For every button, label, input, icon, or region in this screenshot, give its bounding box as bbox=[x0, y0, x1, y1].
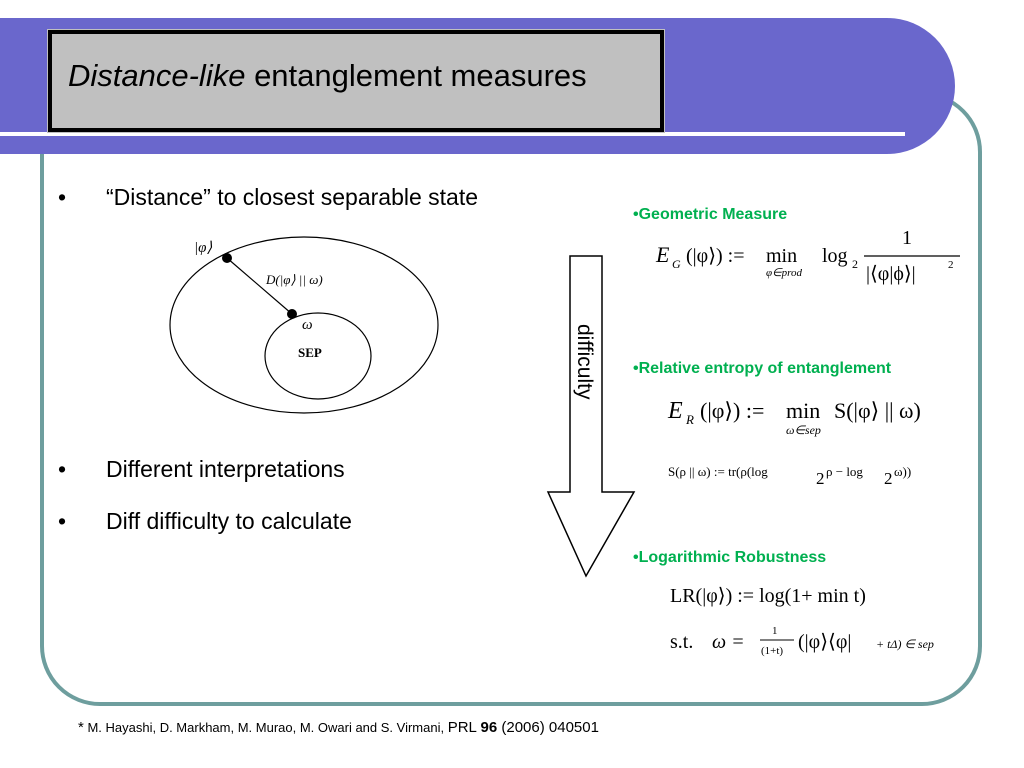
svg-text:ω =: ω = bbox=[712, 631, 745, 653]
citation-footnote: * M. Hayashi, D. Markham, M. Murao, M. O… bbox=[78, 719, 599, 736]
svg-text:G: G bbox=[672, 257, 681, 271]
svg-text:min: min bbox=[786, 398, 820, 423]
svg-text:ω∈sep: ω∈sep bbox=[786, 423, 821, 437]
sep-diagram: |φ⟩ D(|φ⟩ || ω) ω SEP bbox=[169, 236, 439, 414]
svg-text:2: 2 bbox=[884, 469, 893, 488]
top-margin bbox=[0, 0, 1024, 18]
svg-text:(|φ⟩) :=: (|φ⟩) := bbox=[686, 245, 745, 267]
title-box: Distance-like entanglement measures bbox=[48, 30, 664, 132]
svg-text:LR(|φ⟩) := log(1+ min t): LR(|φ⟩) := log(1+ min t) bbox=[670, 585, 866, 607]
slide-title: Distance-like entanglement measures bbox=[68, 58, 587, 93]
svg-text:(1+t): (1+t) bbox=[761, 645, 783, 657]
svg-text:E: E bbox=[655, 242, 670, 267]
svg-text:+ tΔ) ∈ sep: + tΔ) ∈ sep bbox=[876, 637, 934, 651]
svg-text:S(|φ⟩ || ω): S(|φ⟩ || ω) bbox=[834, 398, 921, 423]
sep-label: SEP bbox=[298, 345, 322, 360]
measure-label-geometric: •Geometric Measure bbox=[633, 206, 788, 223]
difficulty-label: difficulty bbox=[573, 324, 596, 400]
formula-log-robustness: LR(|φ⟩) := log(1+ min t) s.t. ω = 1 (1+t… bbox=[670, 585, 934, 657]
distance-line bbox=[226, 257, 293, 315]
svg-text:1: 1 bbox=[902, 227, 912, 249]
svg-text:ω)): ω)) bbox=[894, 464, 911, 479]
svg-text:s.t.: s.t. bbox=[670, 631, 693, 653]
svg-text:(|φ⟩⟨φ|: (|φ⟩⟨φ| bbox=[798, 631, 851, 653]
svg-text:min: min bbox=[766, 245, 797, 267]
svg-text:1: 1 bbox=[772, 625, 778, 637]
svg-text:(|φ⟩) :=: (|φ⟩) := bbox=[700, 398, 764, 423]
svg-text:ρ − log: ρ − log bbox=[826, 464, 863, 479]
svg-text:E: E bbox=[667, 398, 683, 424]
svg-text:|⟨φ|ϕ⟩|: |⟨φ|ϕ⟩| bbox=[866, 263, 916, 285]
state-space-ellipse bbox=[169, 236, 439, 414]
down-arrow-shape bbox=[546, 255, 636, 578]
svg-text:S(ρ || ω) := tr(ρ(log: S(ρ || ω) := tr(ρ(log bbox=[668, 464, 768, 479]
svg-text:R: R bbox=[685, 412, 694, 427]
difficulty-arrow: difficulty bbox=[546, 255, 636, 578]
sep-ellipse bbox=[264, 312, 372, 400]
phi-point bbox=[222, 253, 232, 263]
formula-relative-entropy: E R (|φ⟩) := min ω∈sep S(|φ⟩ || ω) S(ρ |… bbox=[667, 398, 921, 488]
phi-label: |φ⟩ bbox=[194, 240, 212, 256]
svg-text:log: log bbox=[822, 245, 848, 267]
svg-text:2: 2 bbox=[948, 259, 954, 271]
header-divider bbox=[0, 132, 905, 136]
svg-text:2: 2 bbox=[852, 257, 858, 271]
formula-geometric: E G (|φ⟩) := min φ∈prod log 2 1 |⟨φ|ϕ⟩| … bbox=[655, 227, 960, 285]
measure-label-log-robustness: •Logarithmic Robustness bbox=[633, 549, 827, 566]
omega-label: ω bbox=[302, 317, 313, 333]
distance-label: D(|φ⟩ || ω) bbox=[265, 272, 323, 287]
svg-text:2: 2 bbox=[816, 469, 825, 488]
omega-point bbox=[287, 309, 297, 319]
measure-label-relative-entropy: •Relative entropy of entanglement bbox=[633, 360, 892, 377]
content-frame bbox=[40, 92, 982, 706]
svg-text:φ∈prod: φ∈prod bbox=[766, 267, 803, 279]
